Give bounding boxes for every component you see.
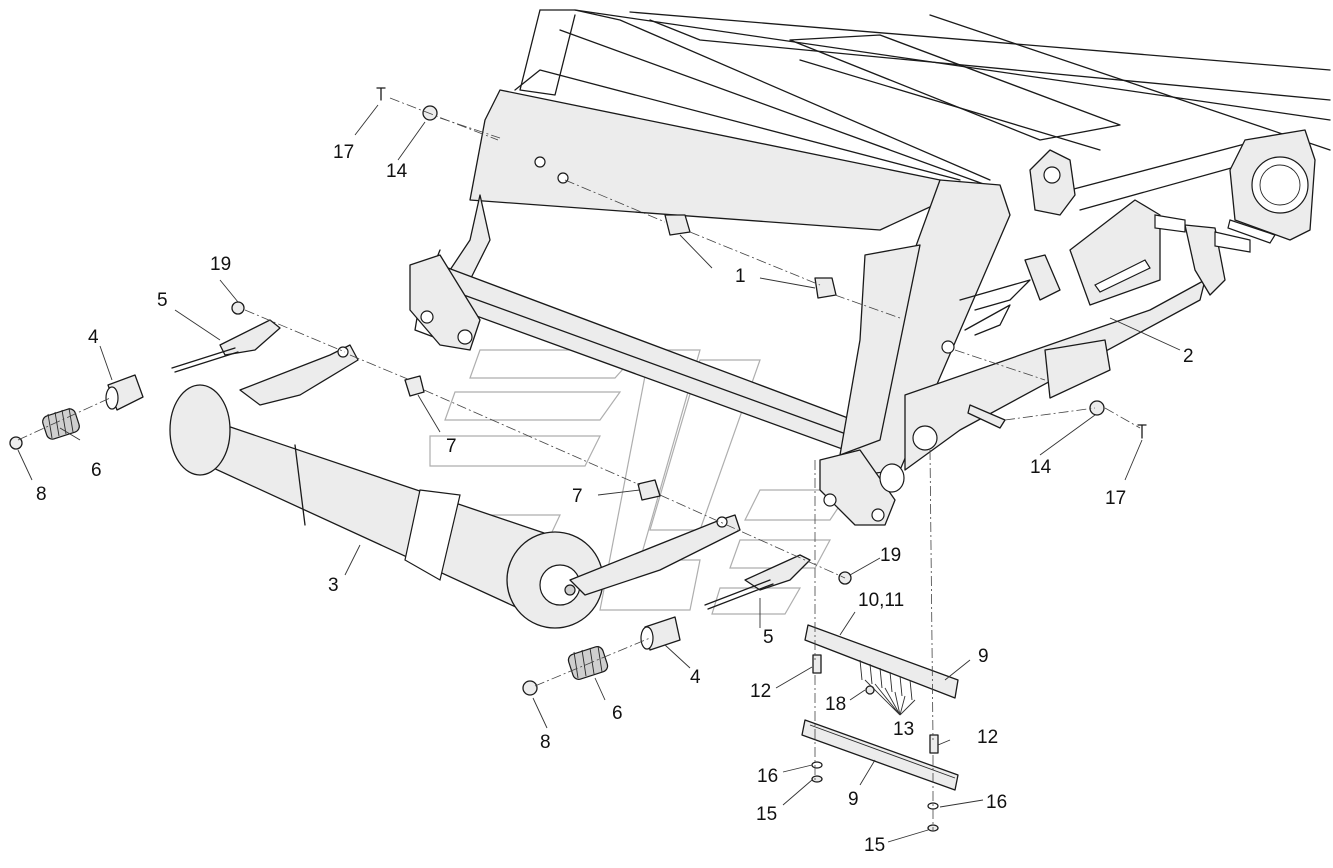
callout-labels: 17 14 1 2 19 5 4 6 8 7 7 3 19 5 4 6 8 14… <box>36 142 1194 856</box>
callout-8-left: 8 <box>36 484 47 505</box>
callout-12-left: 12 <box>750 681 771 702</box>
callout-5-left: 5 <box>157 290 168 311</box>
callout-4-left: 4 <box>88 327 99 348</box>
machine-frame <box>409 9 1331 526</box>
callout-16-left: 16 <box>757 766 778 787</box>
roller-part-3 <box>169 384 604 629</box>
callout-14-right: 14 <box>1030 457 1052 478</box>
callout-19-right: 19 <box>880 545 901 566</box>
callout-9-lower: 9 <box>848 789 859 810</box>
callout-8-right: 8 <box>540 732 551 753</box>
callout-7-lower: 7 <box>572 486 583 507</box>
callout-12-right: 12 <box>977 727 998 748</box>
callout-13: 13 <box>893 719 914 740</box>
callout-16-right: 16 <box>986 792 1007 813</box>
callout-10-11: 10,11 <box>858 590 904 611</box>
assembly-centerlines <box>17 97 1141 830</box>
callout-19-left: 19 <box>210 254 231 275</box>
callout-15-right: 15 <box>864 835 885 856</box>
callout-5-right: 5 <box>763 627 774 648</box>
callout-6-left: 6 <box>91 460 102 481</box>
callout-18: 18 <box>825 694 846 715</box>
callout-6-right: 6 <box>612 703 623 724</box>
callout-2: 2 <box>1183 346 1194 367</box>
callout-3: 3 <box>328 575 339 596</box>
roller-arms <box>219 319 811 596</box>
callout-17-right: 17 <box>1105 488 1126 509</box>
callout-4-right: 4 <box>690 667 701 688</box>
pin-parts <box>171 347 774 610</box>
callout-17-left: 17 <box>333 142 354 163</box>
callout-1: 1 <box>735 266 746 287</box>
callout-leaders <box>17 104 1181 843</box>
callout-7-upper: 7 <box>446 436 457 457</box>
scraper-assembly <box>801 624 959 832</box>
callout-15-left: 15 <box>756 804 777 825</box>
callout-14-left: 14 <box>386 161 408 182</box>
callout-9-upper: 9 <box>978 646 989 667</box>
